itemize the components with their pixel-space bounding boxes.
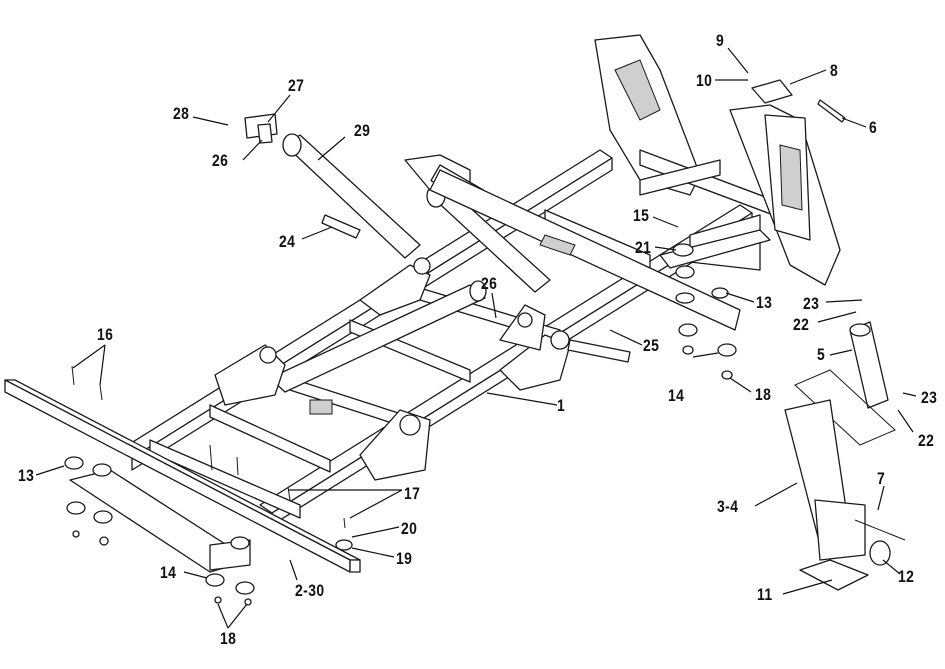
callout-17: 17 <box>404 484 421 503</box>
right-mount-rail <box>429 169 741 380</box>
callout-14: 14 <box>160 563 177 582</box>
callout-22: 22 <box>918 431 935 450</box>
callout-18: 18 <box>220 629 237 648</box>
callout-16: 16 <box>97 325 114 344</box>
leader-lines <box>35 47 917 629</box>
rear-upright-frame <box>594 34 841 286</box>
callout-26: 26 <box>481 274 498 293</box>
front-cross-bar <box>4 365 361 606</box>
callout-3-4: 3-4 <box>717 497 739 516</box>
callout-27: 27 <box>288 76 305 95</box>
callout-21: 21 <box>635 238 652 257</box>
callout-23: 23 <box>803 294 820 313</box>
callout-6: 6 <box>869 118 878 137</box>
callout-13: 13 <box>756 293 773 312</box>
callout-29: 29 <box>354 121 371 140</box>
callout-7: 7 <box>877 469 886 488</box>
callout-11: 11 <box>757 585 773 604</box>
callout-28: 28 <box>173 104 190 123</box>
callout-12: 12 <box>898 567 915 586</box>
callout-15: 15 <box>633 206 650 225</box>
callout-25: 25 <box>643 336 660 355</box>
callout-14: 14 <box>668 386 685 405</box>
callout-1: 1 <box>557 396 566 415</box>
callout-5: 5 <box>817 345 826 364</box>
callout-10: 10 <box>696 71 713 90</box>
callout-22: 22 <box>793 315 810 334</box>
callout-26: 26 <box>212 151 229 170</box>
callout-20: 20 <box>401 519 418 538</box>
callout-18: 18 <box>755 385 772 404</box>
callout-13: 13 <box>18 466 35 485</box>
callout-8: 8 <box>830 61 839 80</box>
callout-23: 23 <box>921 388 938 407</box>
callout-2-30: 2-30 <box>295 581 325 600</box>
callout-9: 9 <box>716 31 725 50</box>
callout-24: 24 <box>279 232 296 251</box>
stand-assembly <box>784 321 906 591</box>
callout-19: 19 <box>396 549 413 568</box>
